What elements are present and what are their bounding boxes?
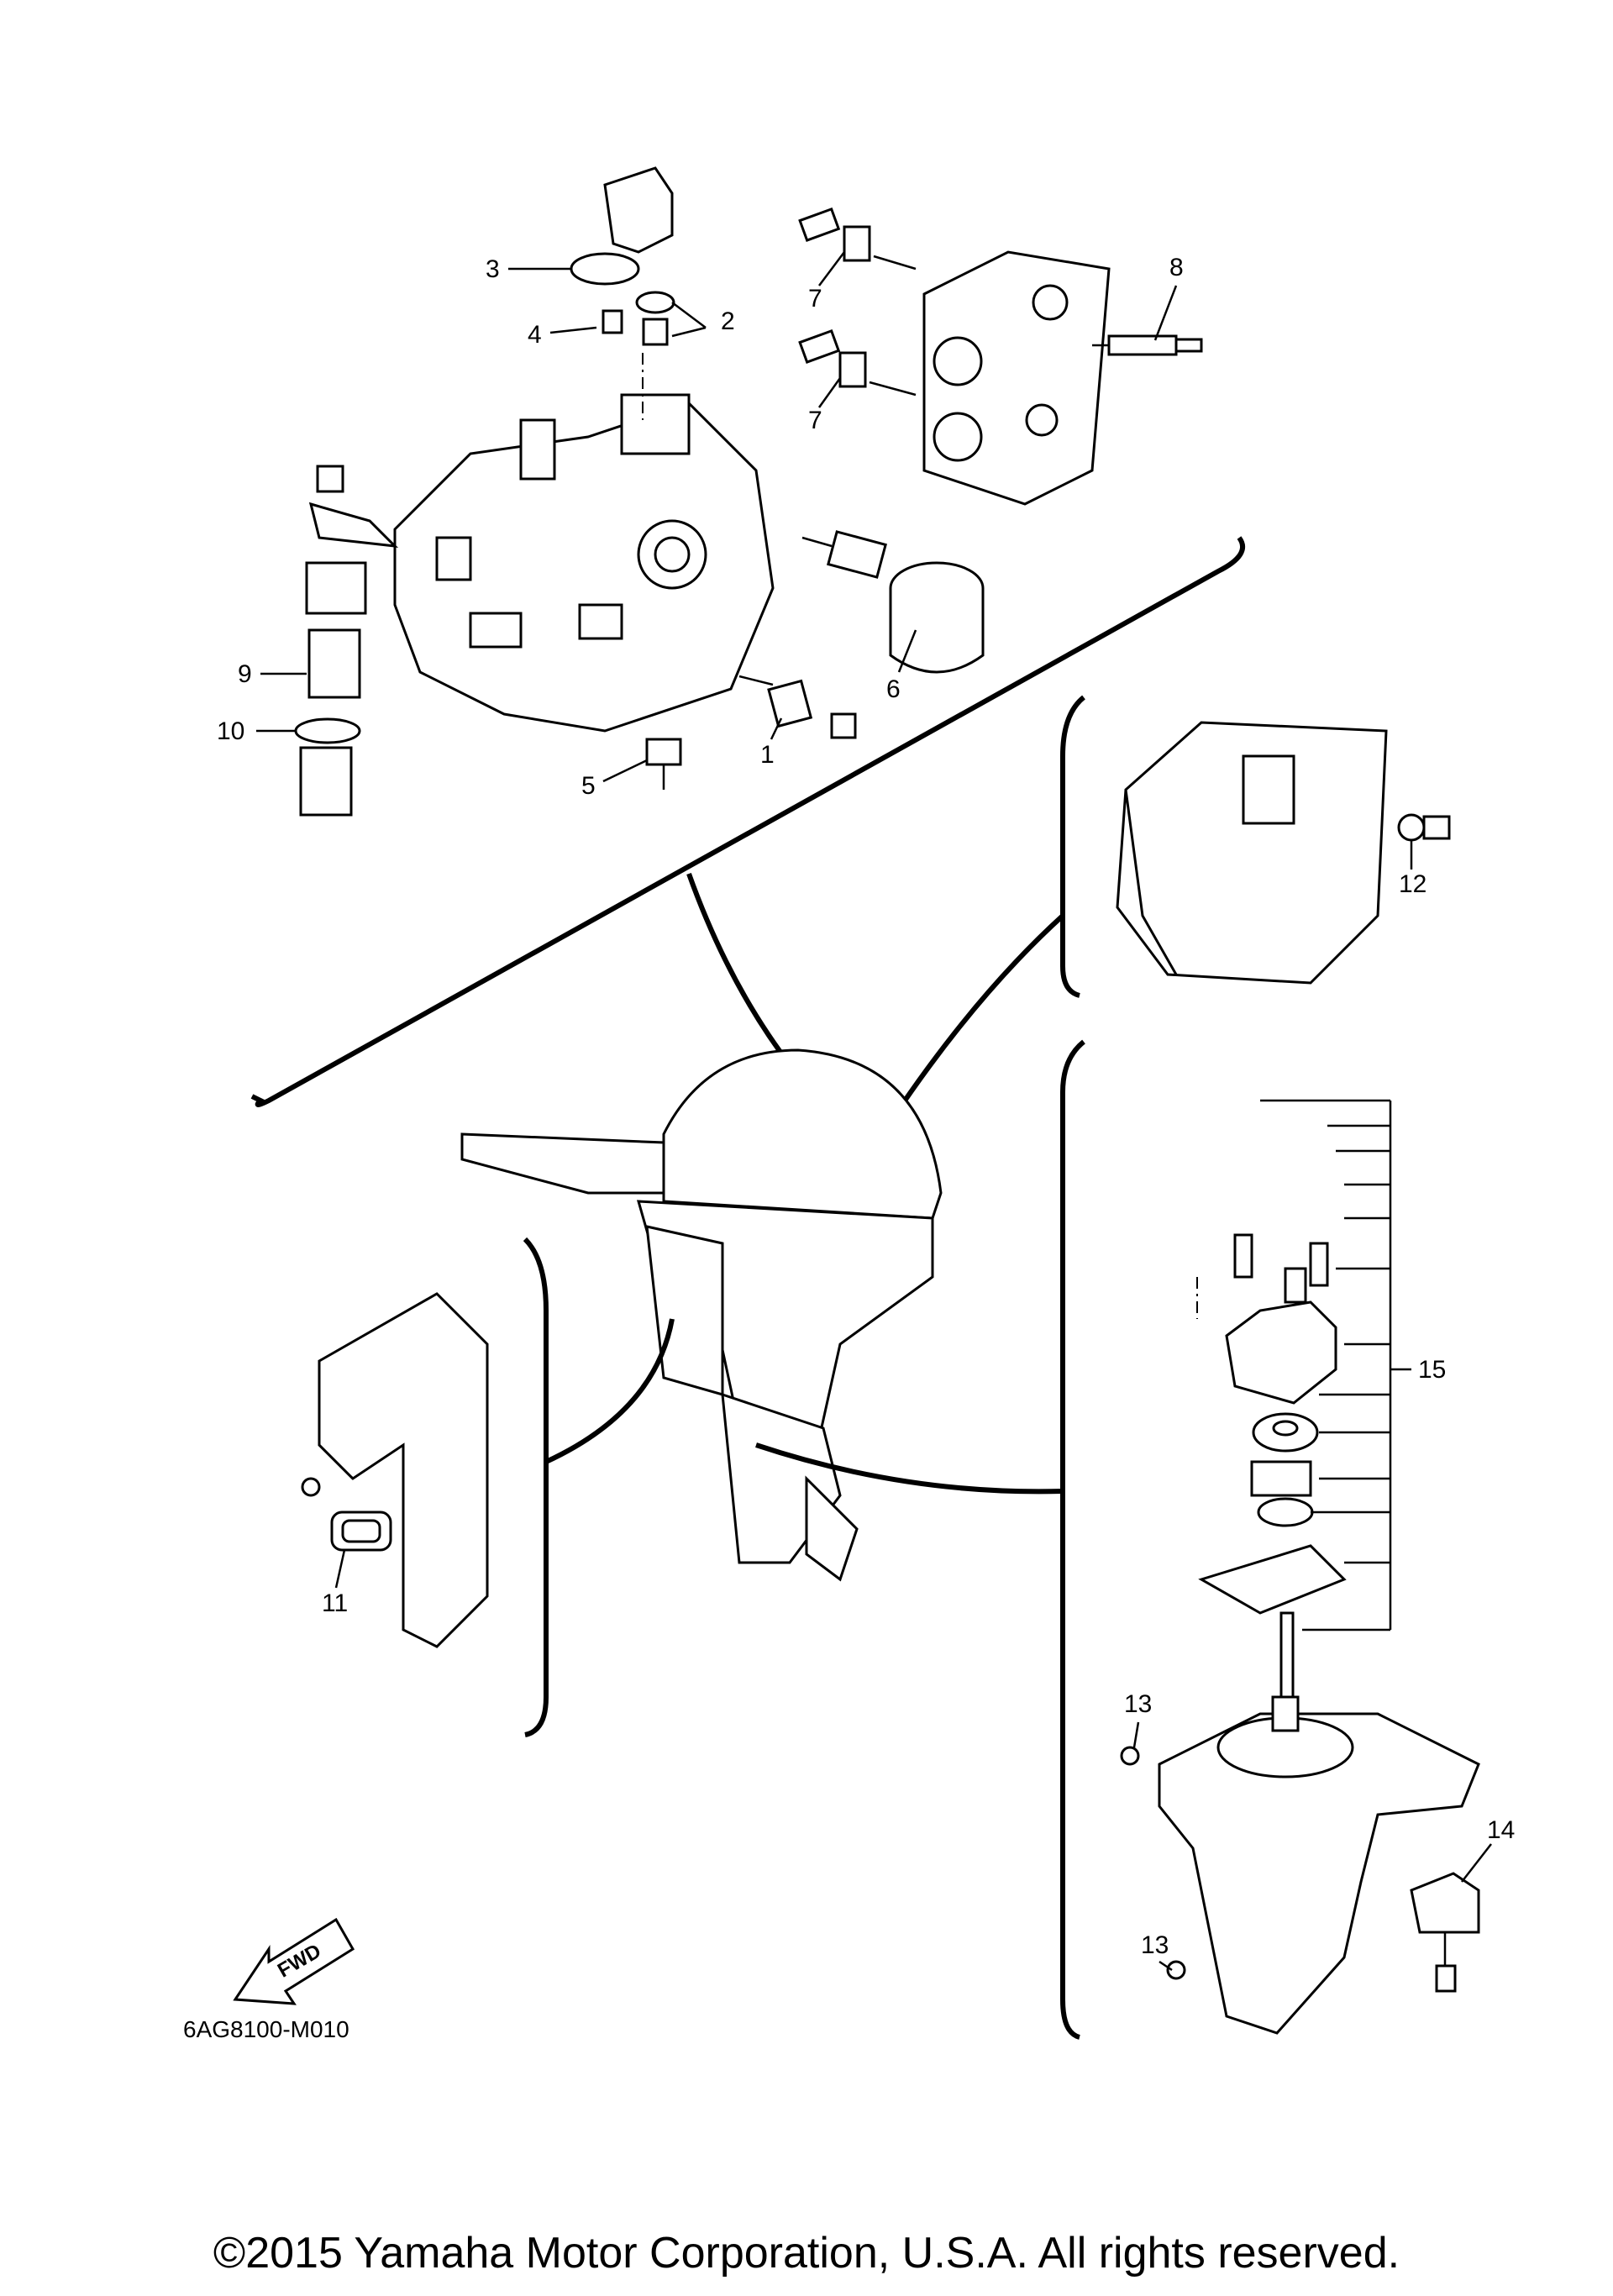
outboard-silhouette [460, 1048, 943, 1582]
powerhead-callout-line [686, 872, 801, 1077]
anode-top [798, 207, 917, 271]
thermostat-housing [570, 166, 675, 420]
gear-case [1120, 1695, 1480, 2035]
fwd-arrow-icon: FWD [233, 1917, 355, 2005]
lower-unit-callout-line [755, 1442, 1064, 1495]
callout-4: 4 [528, 321, 542, 349]
anode-5 [645, 738, 682, 790]
powerhead-frame [250, 536, 1246, 1107]
clamp-bracket [301, 1292, 489, 1648]
cylinder-head [922, 250, 1111, 506]
diagram-code: 6AG8100-M010 [183, 2016, 349, 2042]
callout-7-top: 7 [808, 285, 822, 313]
callout-7-bottom: 7 [808, 407, 822, 434]
callout-11: 11 [322, 1589, 348, 1617]
lower-unit-frame [1060, 1039, 1085, 2040]
callout-1: 1 [760, 741, 775, 769]
callout-15: 15 [1418, 1356, 1446, 1384]
copyright-footer: ©2015 Yamaha Motor Corporation, U.S.A. A… [213, 2229, 1400, 2278]
callout-2: 2 [721, 307, 735, 335]
bracket-frame [1060, 695, 1085, 998]
tiller-callout-line [544, 1318, 675, 1464]
tiller-frame [523, 1237, 549, 1737]
callout-labels: 3 2 4 7 7 8 9 10 6 1 5 12 11 15 13 14 13 [217, 251, 1515, 1972]
trim-tab-anode [1410, 1872, 1480, 1993]
spark-plug [1092, 334, 1203, 356]
water-pump-kit [1196, 1233, 1347, 1699]
upper-casing [1116, 721, 1451, 985]
callout-3: 3 [486, 255, 500, 283]
anode-bottom [798, 328, 917, 397]
callout-9: 9 [238, 660, 252, 688]
fuel-joint-assembly [294, 465, 399, 817]
callout-6: 6 [886, 675, 901, 703]
callout-13-bottom: 13 [1141, 1931, 1169, 1959]
callout-5: 5 [581, 772, 596, 800]
cylinder-block [393, 393, 775, 733]
kit-leader-lines [1260, 1099, 1411, 1631]
callout-13-top: 13 [1124, 1690, 1152, 1718]
callout-14: 14 [1487, 1816, 1515, 1844]
callout-8: 8 [1169, 254, 1184, 281]
callout-10: 10 [217, 717, 244, 745]
anode-lower [738, 675, 857, 739]
oil-filter [801, 530, 985, 674]
callout-12: 12 [1399, 870, 1426, 898]
